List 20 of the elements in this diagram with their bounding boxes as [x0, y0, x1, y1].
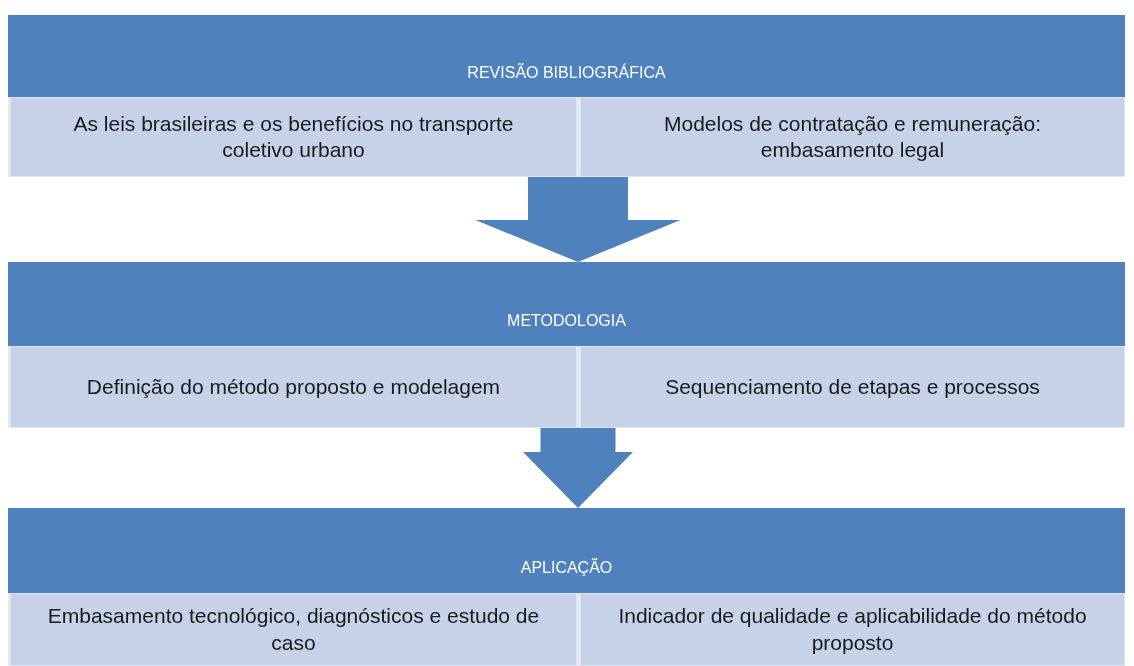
- block-arrow: [523, 428, 633, 508]
- stage-panel: [8, 262, 1125, 428]
- topic-text: Sequenciamento de etapas e processos: [664, 373, 1041, 400]
- topic-box: [10, 593, 577, 666]
- topic-box: [10, 346, 577, 428]
- stage-title: METODOLOGIA: [507, 312, 626, 330]
- stage-panel: [8, 15, 1125, 177]
- stage-panel: [8, 508, 1125, 666]
- topic-text: Modelos de contratação e remuneração: embasamento legal: [662, 110, 1043, 163]
- topic-text: Indicador de qualidade e aplicabilidade do método proposto: [617, 603, 1088, 656]
- block-arrow: [475, 177, 681, 262]
- topic-text: As leis brasileiras e os benefícios no transporte coletivo urbano: [72, 110, 515, 163]
- topic-box: [10, 97, 577, 177]
- topic-box: [580, 346, 1125, 428]
- topic-box: [580, 593, 1125, 666]
- topic-text: Embasamento tecnológico, diagnósticos e estudo de caso: [46, 603, 541, 656]
- topic-text: Definição do método proposto e modelagem: [85, 373, 502, 400]
- topic-box: [580, 97, 1125, 177]
- stage-title: REVISÃO BIBLIOGRÁFICA: [467, 64, 666, 82]
- stage-title: APLICAÇÃO: [520, 558, 613, 577]
